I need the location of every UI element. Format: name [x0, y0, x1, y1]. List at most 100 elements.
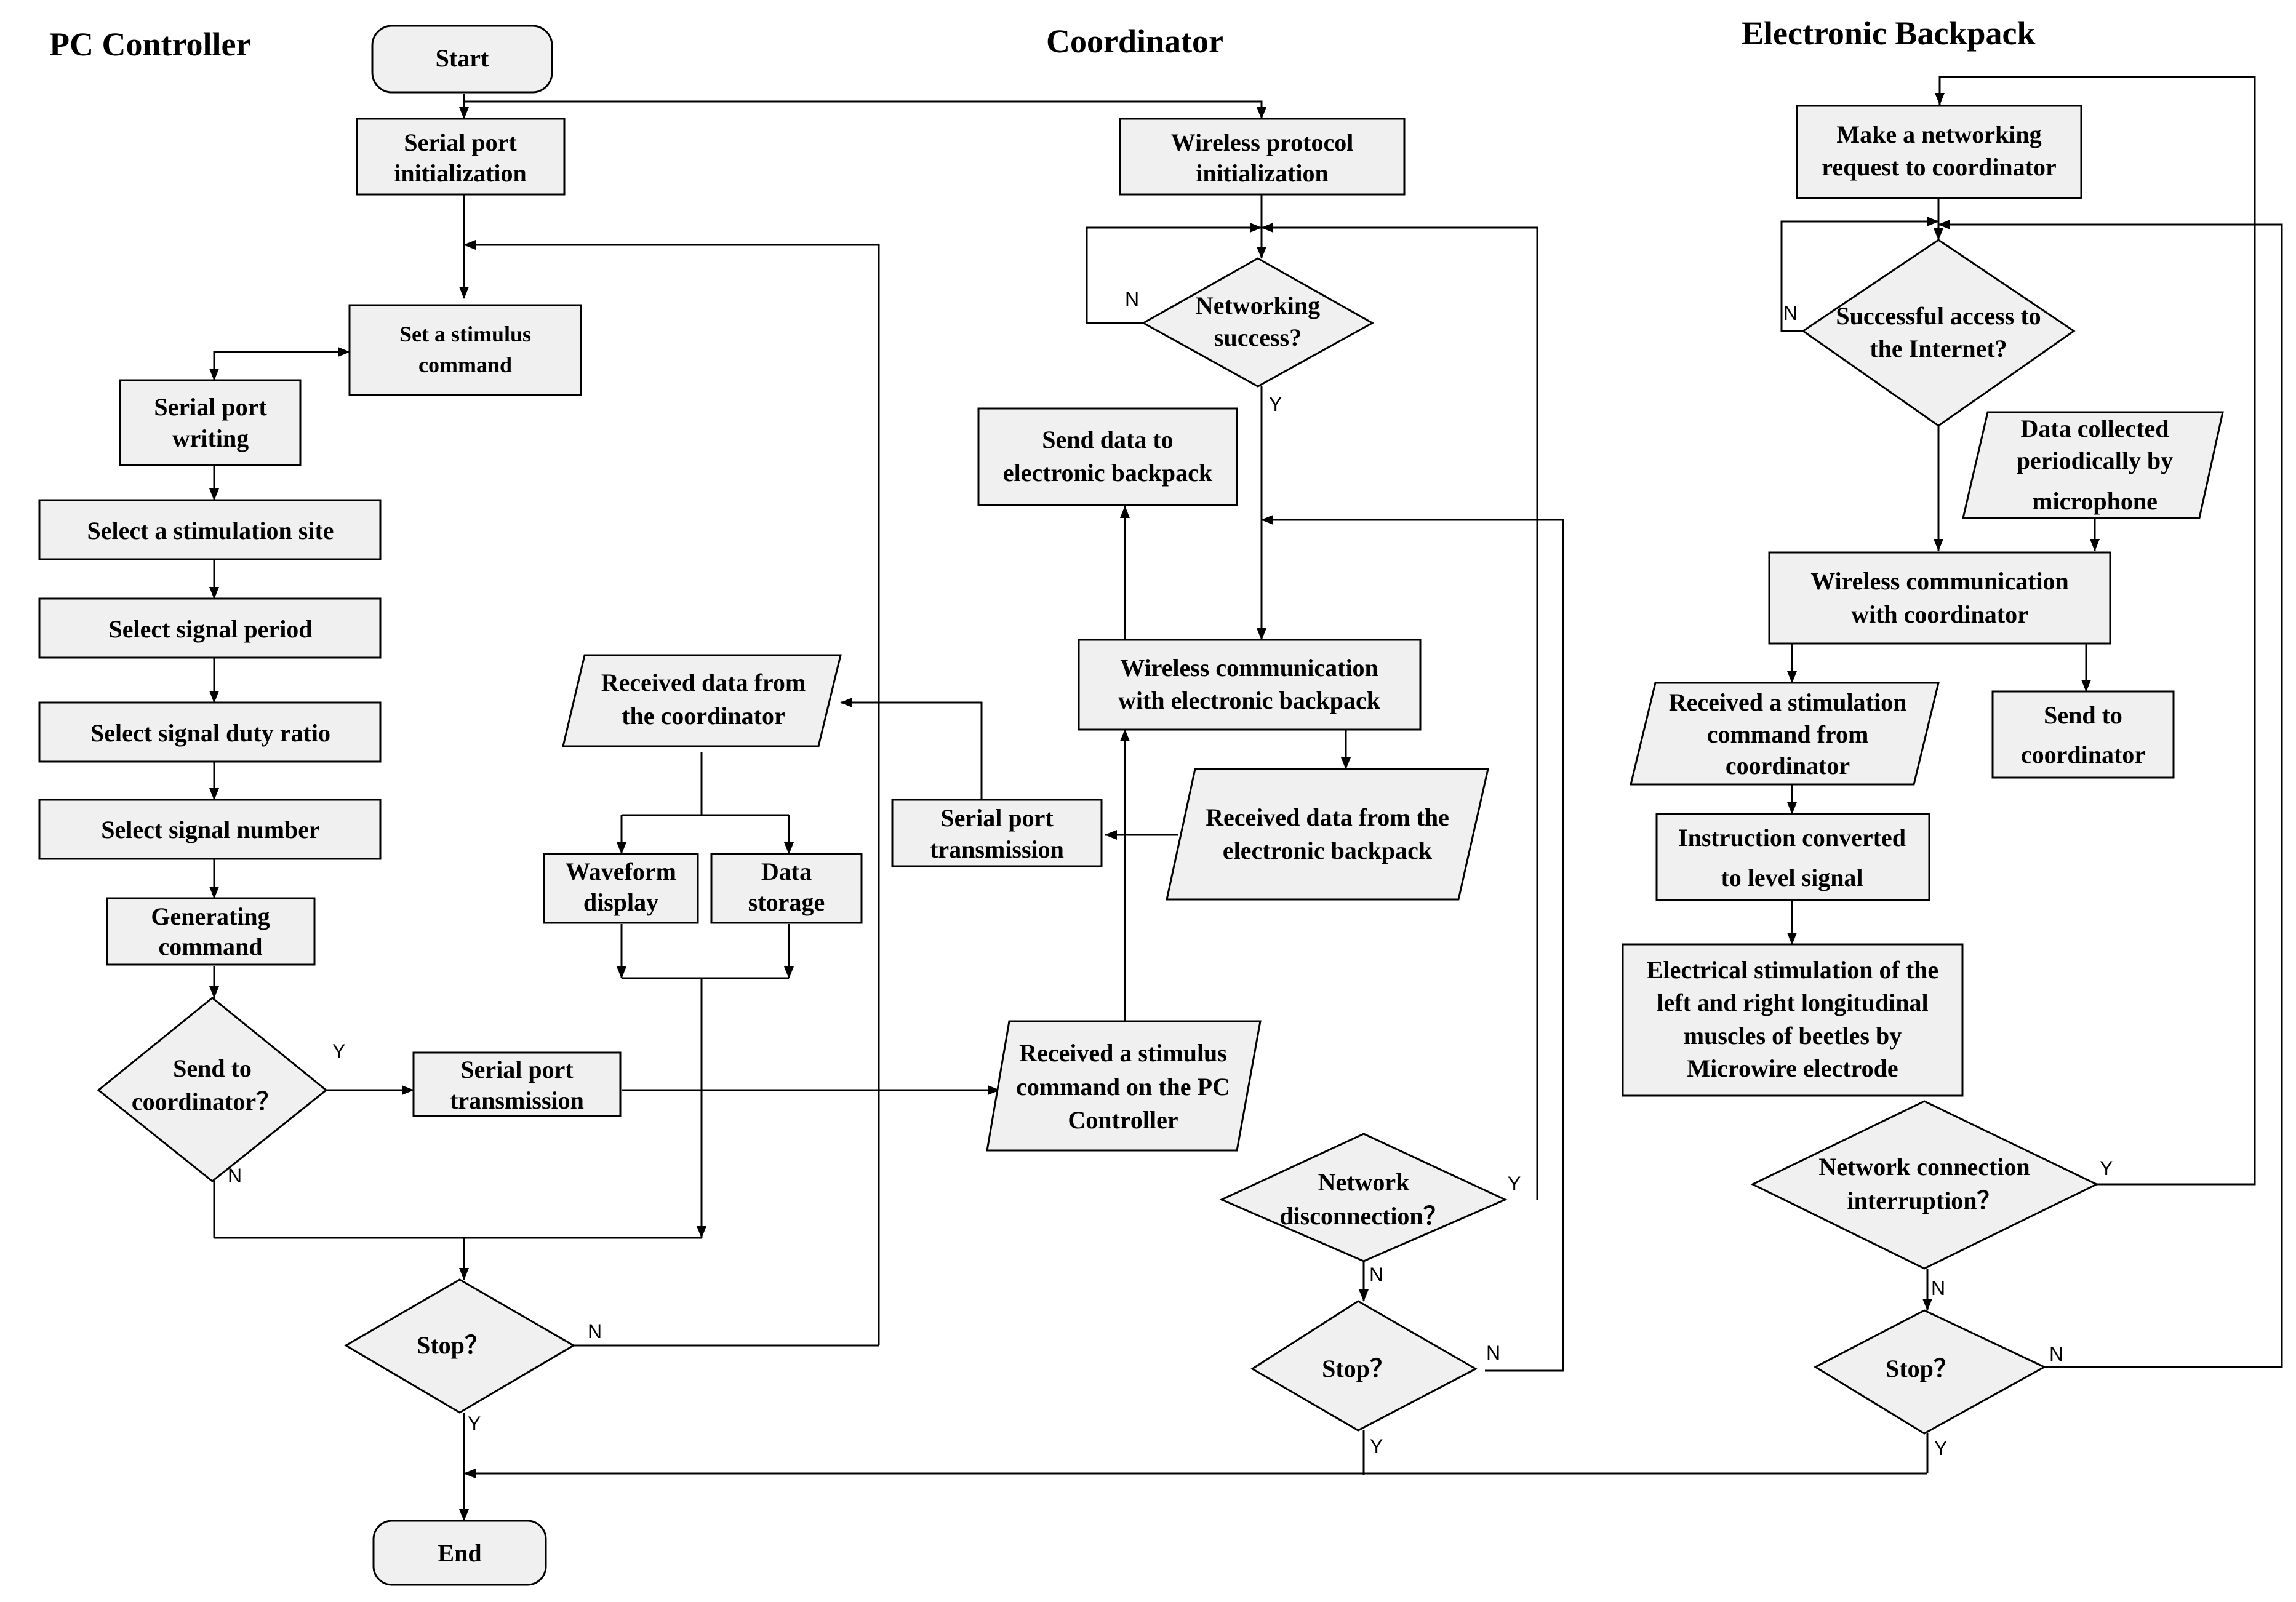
pc-send-no-label: N [228, 1165, 242, 1187]
pc-controller-title: PC Controller [49, 26, 250, 63]
coord-disc-yes-label: Y [1508, 1173, 1521, 1195]
svg-text:Controller: Controller [1068, 1106, 1178, 1134]
bp-interrupt-yes-label: Y [2100, 1157, 2113, 1179]
svg-text:Select signal period: Select signal period [108, 615, 312, 643]
bp-interrupt-no-label: N [1931, 1277, 1945, 1299]
svg-text:left and right longitudinal: left and right longitudinal [1657, 989, 1928, 1016]
connectors [209, 76, 2283, 1521]
coordinator-title: Coordinator [1046, 23, 1223, 60]
svg-text:electronic backpack: electronic backpack [1003, 459, 1213, 487]
pc-serial-port-writing: Serial port writing [119, 379, 302, 466]
svg-text:Send to: Send to [173, 1054, 252, 1082]
bp-received-stimulation-command: Received a stimulation command from coor… [1630, 682, 1940, 786]
pc-stop-decision: Stop？ [344, 1278, 575, 1414]
coord-wireless-protocol-initialization: Wireless protocol initialization [1119, 118, 1406, 196]
pc-serial-port-transmission: Serial port transmission [412, 1051, 622, 1117]
svg-text:Serial port: Serial port [154, 393, 267, 421]
coord-stop-no-label: N [1486, 1342, 1500, 1364]
pc-select-stimulation-site: Select a stimulation site [38, 499, 382, 560]
svg-text:Select signal duty ratio: Select signal duty ratio [90, 719, 330, 747]
svg-text:Set a stimulus: Set a stimulus [399, 322, 531, 346]
svg-text:Stop？: Stop？ [1322, 1355, 1394, 1382]
svg-text:writing: writing [172, 424, 249, 452]
pc-set-stimulus-command: Set a stimulus command [348, 304, 582, 396]
svg-text:with coordinator: with coordinator [1851, 600, 2028, 628]
svg-text:the Internet?: the Internet? [1870, 335, 2007, 362]
bp-networking-request: Make a networking request to coordinator [1796, 105, 2082, 199]
bp-wireless-communication: Wireless communication with coordinator [1768, 551, 2111, 645]
svg-text:Network connection: Network connection [1818, 1153, 2030, 1181]
svg-text:Send to: Send to [2044, 701, 2122, 729]
svg-text:Data: Data [761, 858, 812, 885]
pc-send-to-coordinator-decision: Send to coordinator？ [97, 997, 328, 1182]
svg-text:electronic backpack: electronic backpack [1223, 837, 1433, 864]
bp-stop-yes-label: Y [1934, 1437, 1947, 1459]
coord-networking-no-label: N [1125, 288, 1139, 310]
pc-serial-port-initialization: Serial port initialization [356, 118, 566, 196]
pc-select-signal-period: Select signal period [38, 597, 382, 659]
svg-text:command: command [418, 353, 512, 377]
svg-text:Serial port: Serial port [940, 804, 1054, 832]
svg-text:success?: success? [1214, 324, 1302, 351]
svg-text:transmission: transmission [450, 1086, 584, 1114]
coord-stop-yes-label: Y [1370, 1435, 1383, 1457]
pc-send-yes-label: Y [332, 1040, 345, 1062]
svg-text:command: command [159, 933, 263, 960]
svg-text:Networking: Networking [1196, 292, 1320, 319]
svg-text:coordinator？: coordinator？ [132, 1088, 281, 1115]
coord-stop-decision: Stop？ [1250, 1300, 1478, 1432]
pc-generating-command: Generating command [106, 897, 316, 966]
svg-text:Wireless protocol: Wireless protocol [1171, 129, 1354, 156]
coord-network-disconnection-decision: Network disconnection？ [1219, 1133, 1508, 1262]
svg-text:Send data to: Send data to [1042, 426, 1173, 453]
svg-text:Waveform: Waveform [566, 858, 676, 885]
svg-text:the coordinator: the coordinator [622, 702, 785, 730]
svg-text:Start: Start [436, 44, 489, 72]
svg-text:Network: Network [1318, 1168, 1410, 1196]
svg-text:Wireless communication: Wireless communication [1810, 567, 2069, 595]
pc-data-storage: Data storage [710, 853, 863, 924]
bp-access-no-label: N [1783, 302, 1798, 324]
svg-text:Generating: Generating [151, 903, 270, 930]
svg-text:Data collected: Data collected [2020, 415, 2169, 442]
svg-text:Make a networking: Make a networking [1836, 121, 2041, 148]
svg-text:Electrical stimulation of the: Electrical stimulation of the [1647, 956, 1938, 984]
svg-text:Microwire electrode: Microwire electrode [1687, 1054, 1898, 1082]
pc-start: Start [371, 25, 553, 94]
coord-serial-port-transmission: Serial port transmission [891, 799, 1103, 867]
svg-text:initialization: initialization [1196, 159, 1329, 187]
svg-text:initialization: initialization [394, 159, 527, 187]
bp-internet-access-decision: Successful access to the Internet? [1801, 239, 2076, 427]
bp-microphone-data: Data collected periodically by microphon… [1962, 411, 2224, 519]
coord-networking-yes-label: Y [1269, 393, 1282, 415]
svg-text:Stop？: Stop？ [1886, 1355, 1958, 1382]
branch-labels: Y N N Y N Y Y N N Y N Y N N Y [228, 288, 2113, 1459]
svg-text:Wireless communication: Wireless communication [1120, 654, 1378, 682]
svg-text:Received a stimulation: Received a stimulation [1669, 688, 1907, 716]
coord-received-data-from-backpack: Received data from the electronic backpa… [1166, 768, 1489, 901]
svg-text:command from: command from [1707, 720, 1869, 748]
pc-stop-no-label: N [588, 1320, 602, 1342]
svg-text:coordinator: coordinator [2021, 741, 2145, 768]
bp-electrical-stimulation: Electrical stimulation of the left and r… [1622, 943, 1964, 1097]
svg-text:periodically by: periodically by [2017, 447, 2173, 474]
svg-text:Received a stimulus: Received a stimulus [1019, 1039, 1227, 1067]
svg-text:Received data from: Received data from [601, 669, 806, 696]
pc-select-signal-number: Select signal number [38, 799, 382, 860]
svg-text:Successful access to: Successful access to [1836, 302, 2041, 330]
pc-received-data-from-coordinator: Received data from the coordinator [562, 654, 842, 747]
svg-text:End: End [438, 1539, 481, 1567]
coord-received-stimulus-command: Received a stimulus command on the PC Co… [986, 1020, 1262, 1152]
svg-text:microphone: microphone [2032, 487, 2158, 515]
svg-text:coordinator: coordinator [1726, 752, 1850, 779]
svg-text:display: display [583, 888, 658, 916]
svg-text:Serial port: Serial port [404, 129, 517, 156]
svg-text:command on the PC: command on the PC [1016, 1073, 1230, 1101]
svg-text:disconnection？: disconnection？ [1279, 1202, 1447, 1230]
svg-text:Serial port: Serial port [460, 1056, 574, 1083]
svg-text:Received data from the: Received data from the [1206, 803, 1449, 831]
svg-text:Stop？: Stop？ [417, 1331, 489, 1359]
svg-text:with electronic backpack: with electronic backpack [1118, 687, 1381, 714]
svg-text:storage: storage [748, 888, 825, 916]
